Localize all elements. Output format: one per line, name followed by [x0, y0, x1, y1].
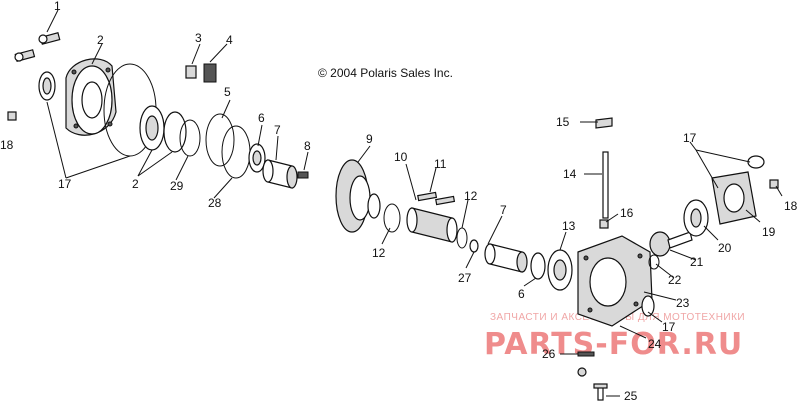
part-ring-12-left — [383, 203, 401, 233]
part-sleeve-7 — [262, 159, 298, 189]
callout-7: 7 — [274, 123, 281, 137]
callout-1: 1 — [54, 0, 61, 13]
callout-17-right: 17 — [683, 131, 697, 145]
part-cover-19 — [711, 171, 757, 225]
callout-12-lower: 12 — [372, 246, 386, 260]
callout-26: 26 — [542, 347, 556, 361]
callout-18-right: 18 — [784, 199, 798, 213]
part-screw-1 — [38, 32, 61, 45]
callout-16: 16 — [620, 206, 634, 220]
part-bolt-14 — [602, 151, 609, 219]
part-bearing-20 — [683, 199, 709, 237]
callout-23: 23 — [676, 296, 690, 310]
callout-7-right: 7 — [500, 203, 507, 217]
part-bearing-13 — [547, 249, 573, 291]
part-screw-left — [14, 49, 36, 62]
leader-lines — [46, 9, 783, 397]
callout-4: 4 — [226, 33, 233, 47]
callout-2-lower: 2 — [132, 177, 139, 191]
part-clip-15 — [595, 117, 613, 129]
part-bolt-25 — [593, 383, 608, 401]
part-seal-17-right — [747, 155, 765, 169]
callout-8: 8 — [304, 139, 311, 153]
part-seal-6-right — [530, 252, 546, 280]
part-gearcase-23 — [577, 235, 653, 327]
callout-14: 14 — [563, 167, 577, 181]
callout-10: 10 — [394, 150, 408, 164]
callout-2: 2 — [97, 33, 104, 47]
callout-6: 6 — [258, 111, 265, 125]
part-housing-cover-2 — [65, 58, 117, 136]
watermark-logo: PARTS-FOR.RU — [484, 327, 743, 362]
part-pin-8 — [297, 171, 309, 179]
callout-28: 28 — [208, 196, 222, 210]
part-ring-29 — [179, 119, 201, 157]
part-seal-17-case — [641, 295, 655, 317]
part-bearing-2 — [139, 105, 187, 153]
part-pinion-21 — [649, 231, 693, 257]
callout-17-case: 17 — [662, 320, 676, 334]
part-ring-28 — [221, 125, 251, 179]
part-ring-22 — [648, 254, 660, 270]
callout-5: 5 — [224, 85, 231, 99]
callout-19: 19 — [762, 225, 776, 239]
callout-18-left: 18 — [0, 138, 14, 152]
callout-13: 13 — [562, 219, 576, 233]
callout-21: 21 — [690, 255, 704, 269]
part-washer-27 — [469, 239, 479, 253]
part-screw-18-left — [7, 111, 17, 121]
part-carrier-10 — [406, 207, 458, 243]
callout-29: 29 — [170, 179, 184, 193]
part-seal-6 — [248, 143, 266, 173]
callout-3: 3 — [195, 31, 202, 45]
callout-24: 24 — [648, 337, 662, 351]
callout-9: 9 — [366, 132, 373, 146]
part-sleeve-7-right — [484, 243, 528, 273]
callout-20: 20 — [718, 241, 732, 255]
callout-25: 25 — [624, 389, 638, 403]
part-ring-gear-9 — [335, 159, 381, 233]
copyright-notice: © 2004 Polaris Sales Inc. — [318, 66, 453, 80]
part-seal-17-left — [38, 71, 56, 101]
callout-15: 15 — [556, 115, 570, 129]
part-bolts-24-26 — [577, 351, 595, 377]
part-ring-5 — [205, 113, 235, 167]
callout-17-left: 17 — [58, 177, 72, 191]
part-screw-16 — [599, 219, 609, 229]
callout-11: 11 — [434, 157, 447, 171]
part-screw-18-right — [769, 179, 779, 189]
callout-22: 22 — [668, 273, 682, 287]
callout-6-right: 6 — [518, 287, 525, 301]
callout-27: 27 — [458, 271, 472, 285]
part-pins-11 — [417, 191, 456, 206]
part-clip-3-4 — [185, 63, 217, 83]
callout-12: 12 — [464, 189, 478, 203]
part-ring-12-right — [456, 227, 468, 249]
